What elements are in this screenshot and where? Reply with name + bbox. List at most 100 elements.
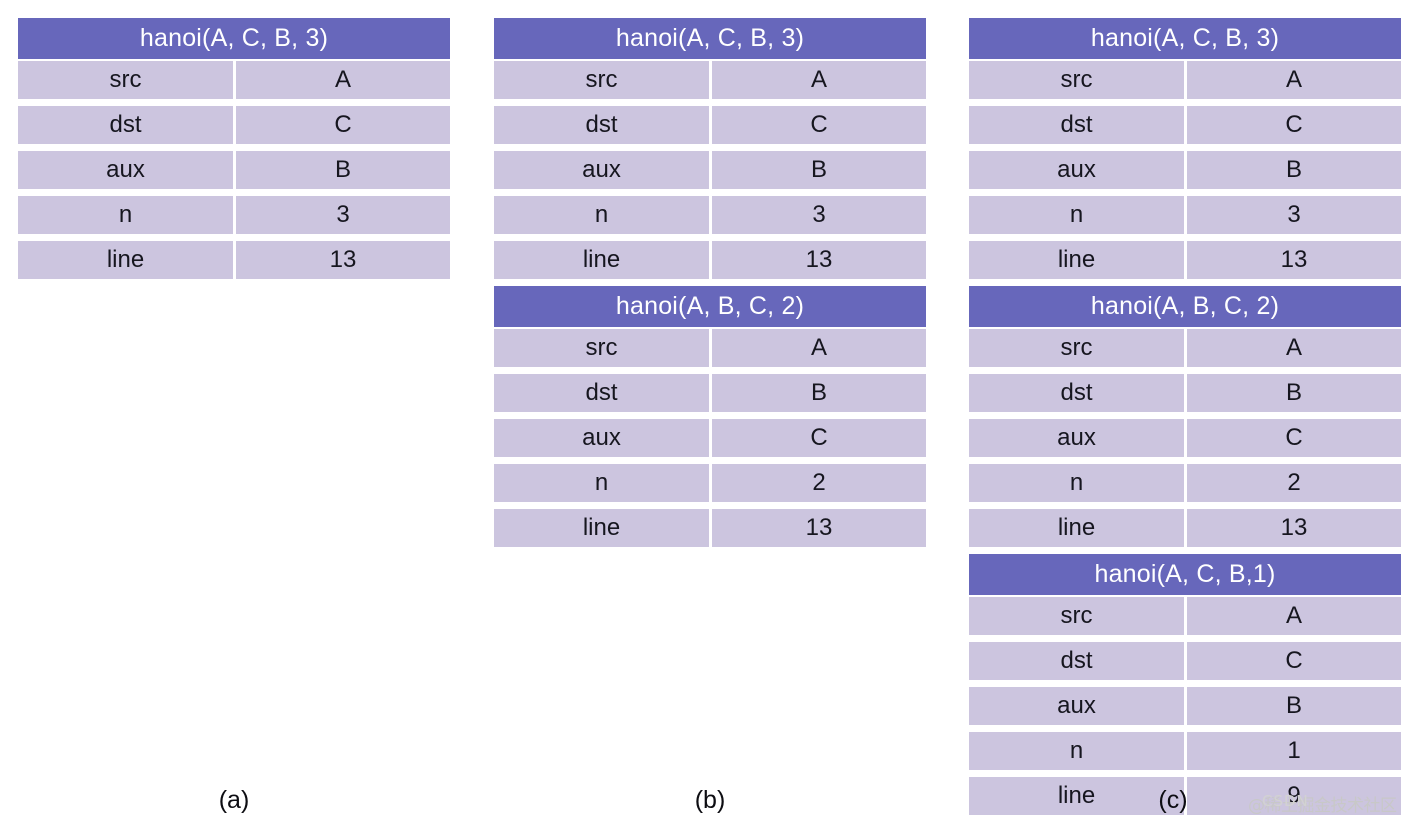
variable-name-cell: line — [969, 509, 1184, 547]
variable-value-cell: A — [712, 61, 926, 99]
variable-name-cell: n — [494, 464, 709, 502]
variable-value-cell: 2 — [1187, 464, 1401, 502]
variable-name-cell: dst — [969, 642, 1184, 680]
variable-name-cell: aux — [494, 419, 709, 457]
variable-name-cell: line — [18, 241, 233, 279]
variable-value-cell: C — [1187, 642, 1401, 680]
variable-name-cell: src — [494, 61, 709, 99]
variable-value-cell: B — [1187, 687, 1401, 725]
variable-name-cell: src — [18, 61, 233, 99]
call-frame-title: hanoi(A, C, B, 3) — [969, 18, 1401, 59]
variable-value-cell: B — [712, 374, 926, 412]
variable-name-cell: dst — [969, 374, 1184, 412]
variable-value-cell: C — [712, 106, 926, 144]
variable-value-cell: A — [712, 329, 926, 367]
variable-value-cell: 13 — [1187, 241, 1401, 279]
variable-value-cell: 13 — [712, 509, 926, 547]
variable-value-cell: B — [236, 151, 450, 189]
watermark-primary-text: @稀土掘金技术社区 — [1248, 796, 1397, 816]
variable-value-cell: C — [236, 106, 450, 144]
variable-name-cell: n — [969, 732, 1184, 770]
variable-value-cell: 3 — [236, 196, 450, 234]
call-frame-title: hanoi(A, C, B, 3) — [18, 18, 450, 59]
variable-name-cell: dst — [494, 106, 709, 144]
variable-name-cell: line — [494, 509, 709, 547]
variable-name-cell: aux — [18, 151, 233, 189]
variable-value-cell: C — [712, 419, 926, 457]
call-frame-title: hanoi(A, C, B, 3) — [494, 18, 926, 59]
call-frame-title: hanoi(A, B, C, 2) — [494, 286, 926, 327]
variable-name-cell: src — [969, 329, 1184, 367]
variable-name-cell: n — [969, 464, 1184, 502]
variable-name-cell: line — [969, 777, 1184, 815]
variable-value-cell: 2 — [712, 464, 926, 502]
variable-value-cell: A — [1187, 329, 1401, 367]
variable-value-cell: 9 — [1187, 777, 1401, 815]
variable-value-cell: 13 — [236, 241, 450, 279]
subfigure-caption-c: (c) — [1158, 786, 1188, 814]
call-frame-title: hanoi(A, C, B,1) — [969, 554, 1401, 595]
variable-value-cell: B — [1187, 374, 1401, 412]
variable-value-cell: 13 — [1187, 509, 1401, 547]
variable-name-cell: src — [969, 61, 1184, 99]
variable-name-cell: aux — [969, 151, 1184, 189]
variable-value-cell: C — [1187, 106, 1401, 144]
variable-value-cell: B — [1187, 151, 1401, 189]
variable-name-cell: n — [969, 196, 1184, 234]
watermark-secondary-text: CSDN — [1262, 792, 1309, 810]
variable-name-cell: n — [18, 196, 233, 234]
subfigure-caption-b: (b) — [694, 786, 726, 814]
variable-name-cell: aux — [969, 687, 1184, 725]
variable-name-cell: dst — [969, 106, 1184, 144]
variable-value-cell: 1 — [1187, 732, 1401, 770]
variable-value-cell: A — [1187, 61, 1401, 99]
variable-value-cell: B — [712, 151, 926, 189]
variable-value-cell: 3 — [1187, 196, 1401, 234]
variable-value-cell: A — [236, 61, 450, 99]
variable-name-cell: line — [494, 241, 709, 279]
variable-name-cell: aux — [969, 419, 1184, 457]
variable-value-cell: 3 — [712, 196, 926, 234]
